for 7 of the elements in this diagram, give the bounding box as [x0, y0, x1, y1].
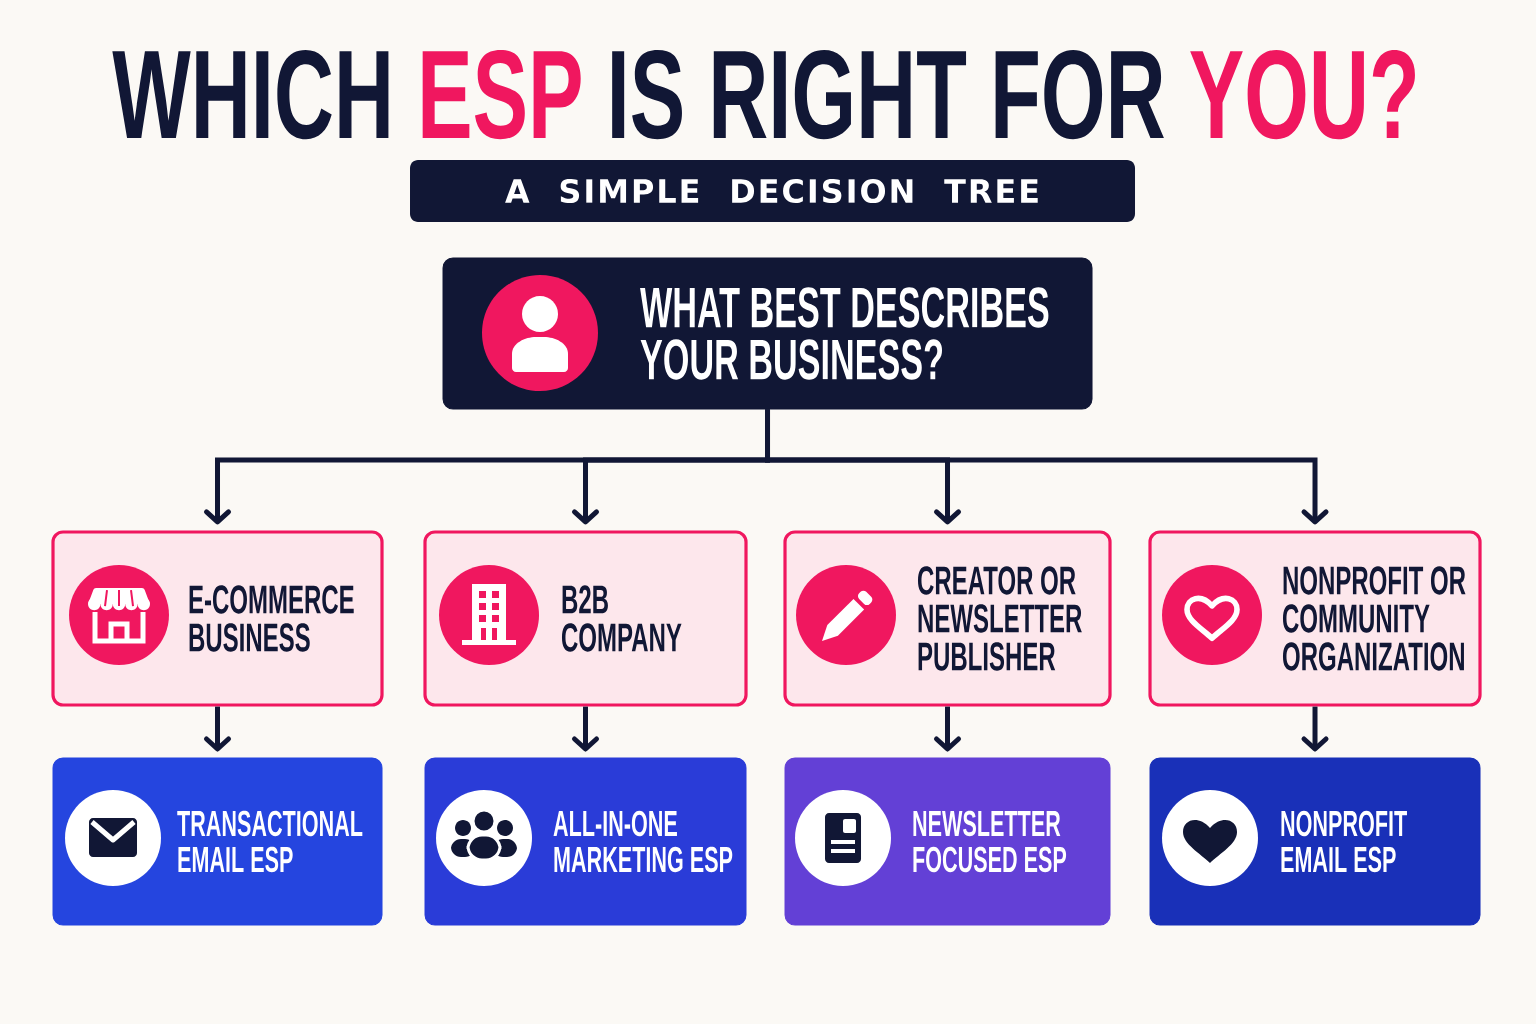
arrow	[572, 706, 599, 752]
arrow	[204, 706, 231, 752]
subtitle-banner: A SIMPLE DECISION TREE	[410, 160, 1135, 222]
arrow	[765, 409, 1329, 525]
arrow	[934, 706, 961, 752]
title: WHICH ESP IS RIGHT FOR YOU?	[112, 50, 1415, 140]
arrow	[1301, 706, 1329, 752]
